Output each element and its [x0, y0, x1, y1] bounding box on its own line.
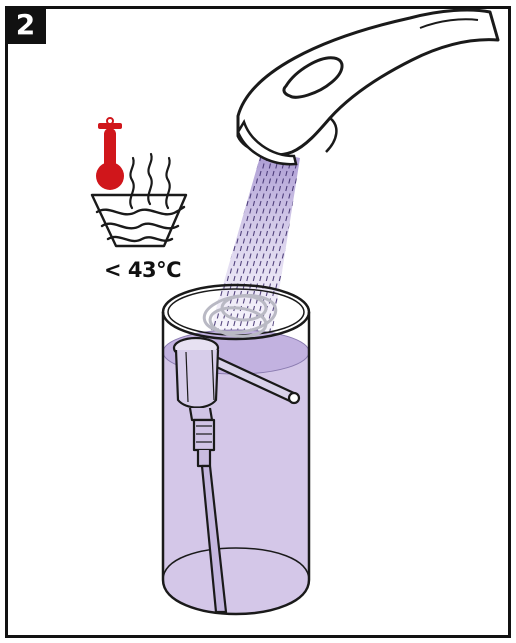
- glass-container: [163, 285, 309, 614]
- temperature-limit-label: < 43°C: [104, 258, 181, 282]
- steam-icon: [130, 154, 169, 208]
- faucet-head: [238, 10, 498, 164]
- thermometer-icon: [96, 118, 124, 190]
- water-bowl-icon: [92, 195, 186, 246]
